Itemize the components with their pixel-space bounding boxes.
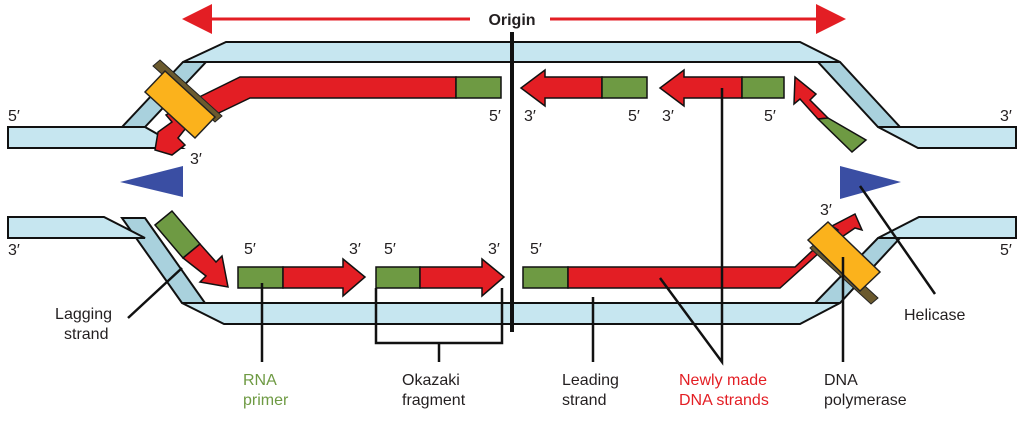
end-label: 5′ [764,108,776,125]
helicase-label: Helicase [904,307,965,324]
rna-primer-label-2: primer [243,392,289,409]
lagging-strand-pointer [127,267,183,319]
end-label: 5′ [1000,242,1012,259]
origin-label: Origin [488,12,535,29]
end-label: 3′ [820,202,832,219]
bottom-okazaki-fragment-2 [237,257,367,298]
end-label: 3′ [8,242,20,259]
end-label: 5′ [8,108,20,125]
okazaki-label-2: fragment [402,392,466,409]
end-label: 3′ [524,108,536,125]
end-label: 3′ [190,151,202,168]
end-label: 5′ [628,108,640,125]
helicase-left-icon [120,166,183,197]
end-label: 3′ [488,241,500,258]
lagging-strand-label-2: strand [64,326,108,343]
leading-strand-label-1: Leading [562,372,619,389]
bottom-okazaki-fragment-3 [375,257,506,298]
newly-made-label-2: DNA strands [679,392,769,409]
end-label: 3′ [662,108,674,125]
leading-strand-label-2: strand [562,392,606,409]
end-label: 3′ [349,241,361,258]
end-label: 5′ [244,241,256,258]
end-label: 3′ [1000,108,1012,125]
end-label: 5′ [489,108,501,125]
end-label: 5′ [384,241,396,258]
top-okazaki-fragment-1 [519,68,648,108]
dna-polymerase-label-2: polymerase [824,392,907,409]
dna-polymerase-label-1: DNA [824,372,858,389]
lagging-strand-label-1: Lagging [55,306,112,323]
helicase-pointer [858,185,937,295]
bottom-okazaki-fragment-1 [153,209,229,288]
newly-made-label-1: Newly made [679,372,767,389]
rna-primer-label-1: RNA [243,372,277,389]
dna-polymerase-top [143,59,223,140]
okazaki-label-1: Okazaki [402,372,460,389]
newly-made-pointer [658,88,724,366]
top-okazaki-fragment-3 [793,75,868,154]
end-label: 5′ [530,241,542,258]
bottom-leading-strand [522,212,864,289]
helicase-right-icon [840,166,901,199]
